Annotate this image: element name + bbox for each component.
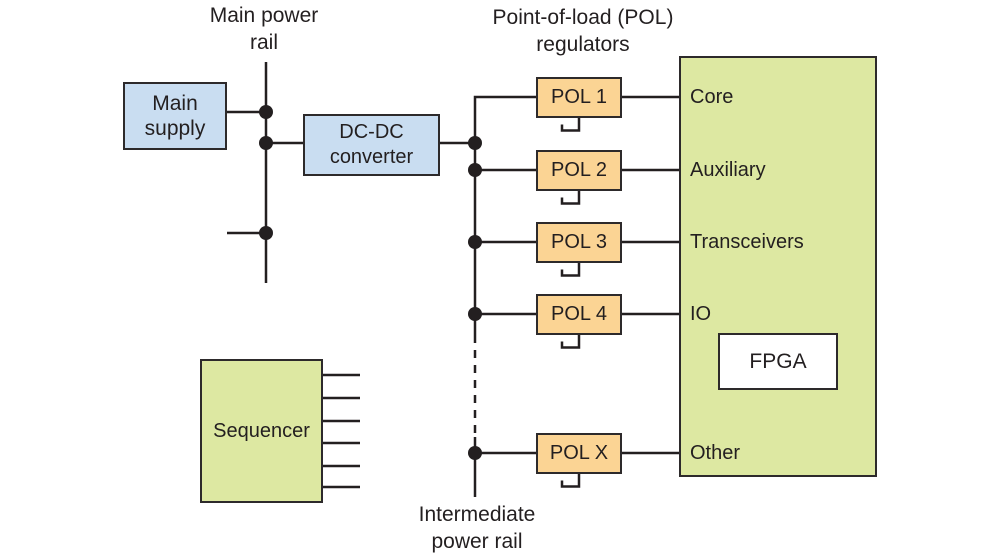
pol3-box: POL 3 bbox=[536, 221, 622, 263]
dc-dc-converter-label: DC-DC converter bbox=[329, 121, 414, 168]
pol-regulators-label: Point-of-load (POL) regulators bbox=[492, 6, 674, 56]
pol2-label: POL 2 bbox=[551, 158, 607, 181]
intermediate-rail-upper bbox=[473, 95, 536, 335]
junction-dot bbox=[468, 163, 482, 177]
pol4-box: POL 4 bbox=[536, 293, 622, 335]
load-auxiliary-label: Auxiliary bbox=[690, 158, 766, 181]
load-core-label: Core bbox=[690, 85, 734, 108]
fpga-chip-box: FPGA bbox=[718, 333, 838, 390]
junction-dot bbox=[259, 226, 273, 240]
junction-dot bbox=[259, 105, 273, 119]
junction-dot bbox=[468, 446, 482, 460]
dc-dc-converter-box: DC-DC converter bbox=[303, 114, 440, 176]
pol1-enable-hook bbox=[560, 117, 581, 132]
polx-enable-hook bbox=[560, 473, 581, 488]
load-other-label: Other bbox=[690, 441, 741, 464]
fpga-load-region bbox=[679, 56, 877, 477]
junction-dot bbox=[468, 307, 482, 321]
junction-dot bbox=[259, 136, 273, 150]
polx-label: POL X bbox=[549, 441, 609, 464]
pol3-enable-hook bbox=[560, 262, 581, 277]
junction-dots bbox=[259, 105, 482, 460]
sequencer-box: Sequencer bbox=[200, 359, 323, 503]
junction-dot bbox=[468, 235, 482, 249]
pol1-label: POL 1 bbox=[551, 85, 607, 108]
pol4-label: POL 4 bbox=[551, 302, 607, 325]
main-supply-label: Main supply bbox=[144, 92, 206, 140]
load-transceivers-label: Transceivers bbox=[690, 230, 804, 253]
pol1-box: POL 1 bbox=[536, 76, 622, 118]
junction-dot bbox=[468, 136, 482, 150]
fpga-chip-label: FPGA bbox=[749, 350, 807, 373]
load-io-label: IO bbox=[690, 302, 712, 325]
pol4-enable-hook bbox=[560, 334, 581, 349]
intermediate-power-rail-label: Intermediate power rail bbox=[418, 503, 536, 553]
pol3-label: POL 3 bbox=[551, 230, 607, 253]
main-supply-box: Main supply bbox=[123, 82, 227, 150]
sequencer-pins bbox=[323, 373, 360, 489]
main-power-rail-label: Main power rail bbox=[209, 4, 319, 54]
polx-box: POL X bbox=[536, 432, 622, 474]
sequencer-label: Sequencer bbox=[213, 419, 310, 442]
pol2-enable-hook bbox=[560, 190, 581, 205]
pol2-box: POL 2 bbox=[536, 149, 622, 191]
